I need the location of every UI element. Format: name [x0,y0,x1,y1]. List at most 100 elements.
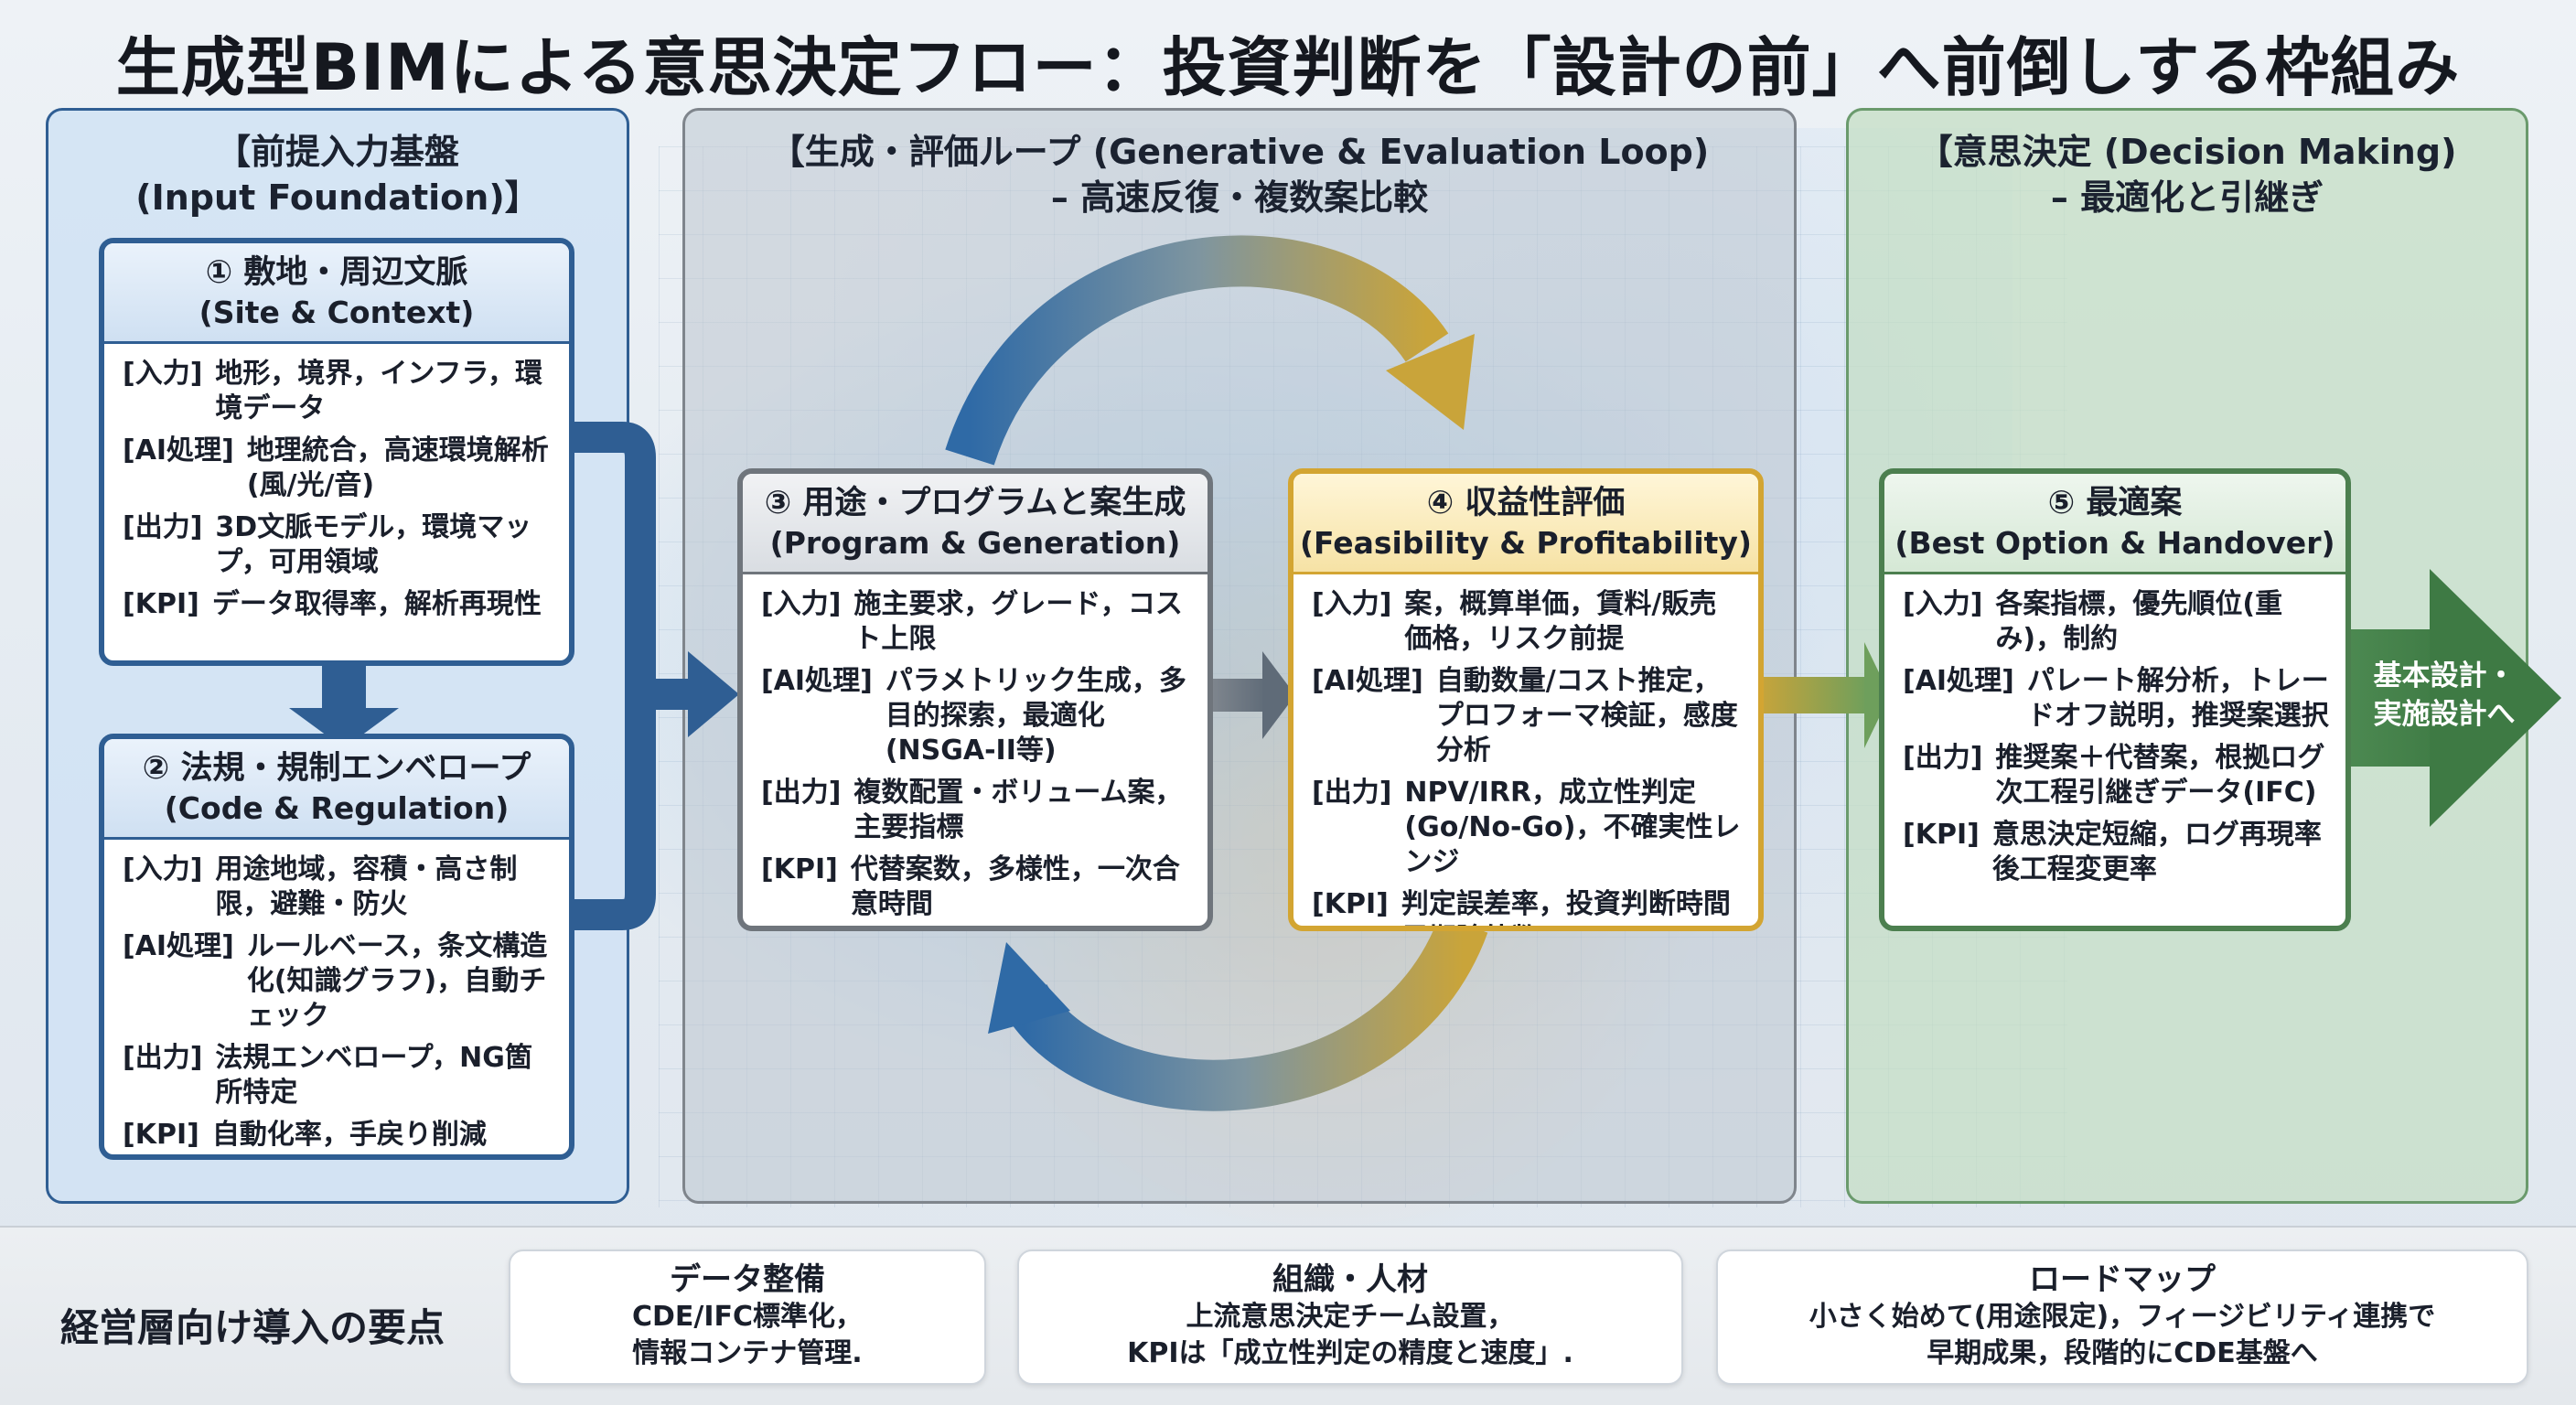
card-code-regulation: ② 法規・規制エンベロープ (Code & Regulation) [入力]用途… [99,734,574,1160]
row-text: パラメトリック生成，多目的探索，最適化(NSGA-II等) [885,665,1186,767]
card-feasibility-subtitle: (Feasibility & Profitability) [1299,525,1753,561]
card-best-head: ⑤ 最適案 (Best Option & Handover) [1884,474,2345,574]
row-text: 代替案数，多様性，一次合意時間 [850,853,1180,920]
row-tag: [KPI] [1903,819,1980,851]
card-best-row: [出力] 推奨案＋代替案，根拠ログ次工程引継ぎデータ(IFC) [1903,741,2329,810]
row-text: 地理統合，高速環境解析(風/光/音) [246,434,549,501]
row-text: 推奨案＋代替案，根拠ログ次工程引継ぎデータ(IFC) [1995,742,2325,809]
card-best-row: [AI処理] パレート解分析，トレードオフ説明，推奨案選択 [1903,664,2329,734]
loop-arrow-bottom [1002,914,1488,1111]
row-tag: [入力] [1903,588,1983,620]
card-feasibility-title: ④ 収益性評価 [1426,485,1626,521]
card-site-head: ① 敷地・周辺文脈 (Site & Context) [104,243,569,344]
row-tag: [出力] [1312,777,1392,809]
row-tag: [KPI] [761,853,838,885]
tip-line: KPIは「成立性判定の精度と速度」. [1127,1337,1573,1369]
card-program-head: ③ 用途・プログラムと案生成 (Program & Generation) [743,474,1208,574]
final-arrow-label: 基本設計・ 実施設計へ [2353,657,2536,734]
loop-arrow-top-head [1386,334,1475,430]
tip-title: データ整備 [670,1261,825,1298]
card-code-row: [入力]用途地域，容積・高さ制限，避難・防火 [123,853,553,922]
row-text: 3D文脈モデル，環境マップ，可用領域 [215,511,532,578]
card-code-row: [出力] 法規エンベロープ，NG箇所特定 [123,1041,553,1110]
row-tag: [AI処理] [123,930,234,962]
bottom-label: 経営層向け導入の要点 [60,1305,445,1350]
card-code-row: [AI処理]ルールベース，条文構造化(知識グラフ)，自動チェック [123,929,553,1034]
tip-title: ロードマップ [2029,1261,2216,1298]
card-best-subtitle: (Best Option & Handover) [1894,525,2335,561]
row-text: 複数配置・ボリューム案，主要指標 [853,777,1183,843]
mid-arrow-shaft [1211,679,1266,712]
row-tag: [KPI] [123,588,199,620]
gold-green-arrow-shaft [1758,677,1868,713]
row-text: データ取得率，解析再現性 [211,588,542,620]
decision-panel-title-line1: 【意思決定 (Decision Making) [1917,132,2457,172]
card-best-title: ⑤ 最適案 [2047,485,2183,521]
row-text: 自動化率，手戻り削減 [211,1119,487,1151]
row-tag: [出力] [1903,742,1983,774]
tip-line: 上流意思決定チーム設置， [1186,1301,1515,1333]
card-site-row: [AI処理] 地理統合，高速環境解析(風/光/音) [123,434,553,503]
decision-panel-title-line2: – 最適化と引継ぎ [2050,177,2324,218]
mid-arrow-head [1262,651,1295,739]
row-tag: [KPI] [123,1119,199,1151]
card-code-body: [入力]用途地域，容積・高さ制限，避難・防火 [AI処理]ルールベース，条文構造… [104,840,569,1153]
card-best-row: [KPI]意思決定短縮，ログ再現率後工程変更率 [1903,818,2329,887]
row-text: NPV/IRR，成立性判定(Go/No-Go)，不確実性レンジ [1404,777,1741,878]
card-site-body: [入力] 地形，境界，インフラ，環境データ [AI処理] 地理統合，高速環境解析(風… [104,344,569,622]
merge-bracket [573,422,656,930]
row-text: 地形，境界，インフラ，環境データ [215,358,543,424]
card-site-row: [入力] 地形，境界，インフラ，環境データ [123,357,553,426]
card-code-title: ② 法規・規制エンベロープ [142,750,531,787]
row-tag: [出力] [123,1042,203,1074]
card-feasibility-profitability: ④ 収益性評価 (Feasibility & Profitability) [入… [1288,468,1764,931]
card-code-row: [KPI] 自動化率，手戻り削減 [123,1118,553,1153]
row-tag: [入力] [1312,588,1392,620]
card-site-row: [KPI] データ取得率，解析再現性 [123,587,553,622]
tip-roadmap: ロードマップ 小さく始めて(用途限定)，フィージビリティ連携で 早期成果，段階的… [1716,1249,2528,1385]
row-text: 案，概算単価，賃料/販売価格，リスク前提 [1404,588,1717,655]
card-program-row: [出力]複数配置・ボリューム案，主要指標 [761,776,1191,845]
row-text: 施主要求，グレード，コスト上限 [853,588,1183,655]
input-panel-title-line1: 【前提入力基盤 [215,132,459,172]
card-code-subtitle: (Code & Regulation) [164,790,510,826]
row-text: 判定誤差率，投資判断時間早期除外数 [1401,888,1731,926]
card-program-row: [入力] 施主要求，グレード，コスト上限 [761,587,1191,657]
row-tag: [KPI] [1312,888,1389,920]
card-program-title: ③ 用途・プログラムと案生成 [764,485,1186,521]
row-text: 自動数量/コスト推定，プロフォーマ検証，感度分析 [1435,665,1738,767]
tip-title: 組織・人材 [1272,1261,1428,1298]
card-feasibility-body: [入力]案，概算単価，賃料/販売価格，リスク前提 [AI処理]自動数量/コスト推… [1293,574,1758,926]
row-tag: [出力] [123,511,203,543]
row-text: 各案指標，優先順位(重み)，制約 [1995,588,2283,655]
down-arrow-head [289,708,399,748]
input-panel-title-line2: (Input Foundation)】 [135,177,540,218]
merge-arrow-head [688,651,739,737]
tip-line: 小さく始めて(用途限定)，フィージビリティ連携で [1809,1301,2436,1333]
loop-arrow-top [945,235,1449,466]
down-arrow-shaft [322,664,366,710]
row-tag: [入力] [123,853,203,885]
card-program-generation: ③ 用途・プログラムと案生成 (Program & Generation) [入… [737,468,1213,931]
row-tag: [入力] [761,588,842,620]
card-code-head: ② 法規・規制エンベロープ (Code & Regulation) [104,739,569,840]
card-program-body: [入力] 施主要求，グレード，コスト上限 [AI処理] パラメトリック生成，多目的探… [743,574,1208,922]
row-tag: [AI処理] [1903,665,2014,697]
tip-data: データ整備 CDE/IFC標準化， 情報コンテナ管理. [509,1249,986,1385]
card-program-subtitle: (Program & Generation) [769,525,1181,561]
card-feasibility-row: [KPI] 判定誤差率，投資判断時間早期除外数 [1312,887,1742,926]
card-site-subtitle: (Site & Context) [199,295,475,330]
final-arrow-head [2430,569,2561,827]
final-arrow-label-line1: 基本設計・ [2373,660,2516,692]
loop-panel-title-line2: – 高速反復・複数案比較 [1050,177,1429,218]
tip-line: 早期成果，段階的にCDE基盤へ [1927,1337,2318,1369]
merge-arrow-shaft [640,679,692,710]
loop-panel-title-line1: 【生成・評価ループ (Generative & Evaluation Loop) [769,132,1710,172]
row-text: 法規エンベロープ，NG箇所特定 [215,1042,532,1109]
row-text: パレート解分析，トレードオフ説明，推奨案選択 [2026,665,2329,732]
row-tag: [AI処理] [123,434,234,467]
tip-line: CDE/IFC標準化， [631,1301,864,1333]
row-tag: [入力] [123,358,203,390]
row-tag: [AI処理] [761,665,873,697]
